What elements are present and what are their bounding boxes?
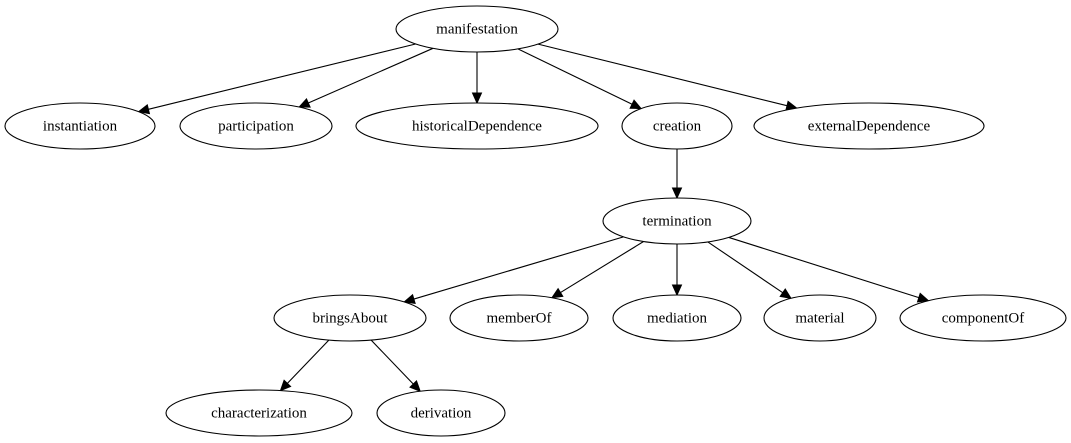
node-termination: termination xyxy=(602,197,752,245)
arrowhead-icon xyxy=(550,287,564,299)
node-ellipse xyxy=(621,102,733,150)
node-ellipse xyxy=(179,102,333,150)
edge-line xyxy=(286,339,330,384)
edge-manifestation-to-creation xyxy=(517,48,643,110)
edge-manifestation-to-externalDependence xyxy=(537,43,798,111)
edge-line xyxy=(707,241,784,294)
arrowhead-icon xyxy=(629,99,643,110)
arrowhead-icon xyxy=(403,293,416,304)
edge-manifestation-to-participation xyxy=(298,47,434,108)
node-ellipse xyxy=(395,5,559,53)
node-externalDependence: externalDependence xyxy=(753,102,985,150)
arrowhead-icon xyxy=(671,187,683,200)
edge-manifestation-to-instantiation xyxy=(137,43,416,115)
arrowhead-icon xyxy=(298,98,311,108)
node-ellipse xyxy=(273,294,427,342)
node-label: mediation xyxy=(647,310,707,326)
nodes-layer: manifestation instantiation participation h… xyxy=(4,5,1067,437)
node-ellipse xyxy=(4,102,156,150)
node-material: material xyxy=(763,294,877,342)
arrowhead-icon xyxy=(916,292,930,303)
edge-bringsAbout-to-derivation xyxy=(370,339,422,393)
node-ellipse xyxy=(899,294,1067,342)
edge-line xyxy=(537,43,788,107)
node-ellipse xyxy=(355,102,599,150)
arrowhead-icon xyxy=(671,284,683,297)
node-label: instantiation xyxy=(43,118,118,134)
node-ellipse xyxy=(376,389,506,437)
node-ellipse xyxy=(753,102,985,150)
node-ellipse xyxy=(165,389,353,437)
node-ellipse xyxy=(602,197,752,245)
edge-line xyxy=(148,43,416,110)
edge-termination-to-memberOf xyxy=(550,241,644,299)
edge-line xyxy=(560,241,644,294)
arrowhead-icon xyxy=(779,288,793,300)
node-label: participation xyxy=(218,118,294,134)
node-label: historicalDependence xyxy=(412,118,542,134)
node-ellipse xyxy=(449,294,589,342)
edge-termination-to-bringsAbout xyxy=(403,236,624,304)
node-ellipse xyxy=(763,294,877,342)
edges-layer xyxy=(137,43,930,393)
node-label: externalDependence xyxy=(808,118,931,134)
arrowhead-icon xyxy=(409,380,422,393)
node-label: termination xyxy=(642,213,712,229)
node-creation: creation xyxy=(621,102,733,150)
node-componentOf: componentOf xyxy=(899,294,1067,342)
edge-bringsAbout-to-characterization xyxy=(279,339,330,392)
edge-creation-to-termination xyxy=(671,149,683,200)
node-label: componentOf xyxy=(942,310,1024,326)
edge-line xyxy=(308,47,434,104)
edge-termination-to-componentOf xyxy=(728,236,930,303)
arrowhead-icon xyxy=(137,104,151,115)
node-instantiation: instantiation xyxy=(4,102,156,150)
node-manifestation: manifestation xyxy=(395,5,559,53)
node-memberOf: memberOf xyxy=(449,294,589,342)
edge-manifestation-to-historicalDependence xyxy=(471,52,483,105)
node-mediation: mediation xyxy=(612,294,742,342)
edge-line xyxy=(517,48,633,105)
arrowhead-icon xyxy=(279,379,292,392)
edge-line xyxy=(413,236,624,300)
node-derivation: derivation xyxy=(376,389,506,437)
edge-termination-to-material xyxy=(707,241,793,300)
node-label: characterization xyxy=(211,405,307,421)
node-ellipse xyxy=(612,294,742,342)
node-label: manifestation xyxy=(436,21,518,37)
node-label: memberOf xyxy=(487,310,552,326)
node-characterization: characterization xyxy=(165,389,353,437)
node-label: derivation xyxy=(411,405,472,421)
edge-termination-to-mediation xyxy=(671,244,683,297)
edge-line xyxy=(728,236,920,299)
node-bringsAbout: bringsAbout xyxy=(273,294,427,342)
node-label: bringsAbout xyxy=(313,310,389,326)
node-label: creation xyxy=(653,118,702,134)
edge-line xyxy=(370,339,414,385)
arrowhead-icon xyxy=(471,92,483,105)
node-historicalDependence: historicalDependence xyxy=(355,102,599,150)
node-participation: participation xyxy=(179,102,333,150)
node-label: material xyxy=(795,310,844,326)
